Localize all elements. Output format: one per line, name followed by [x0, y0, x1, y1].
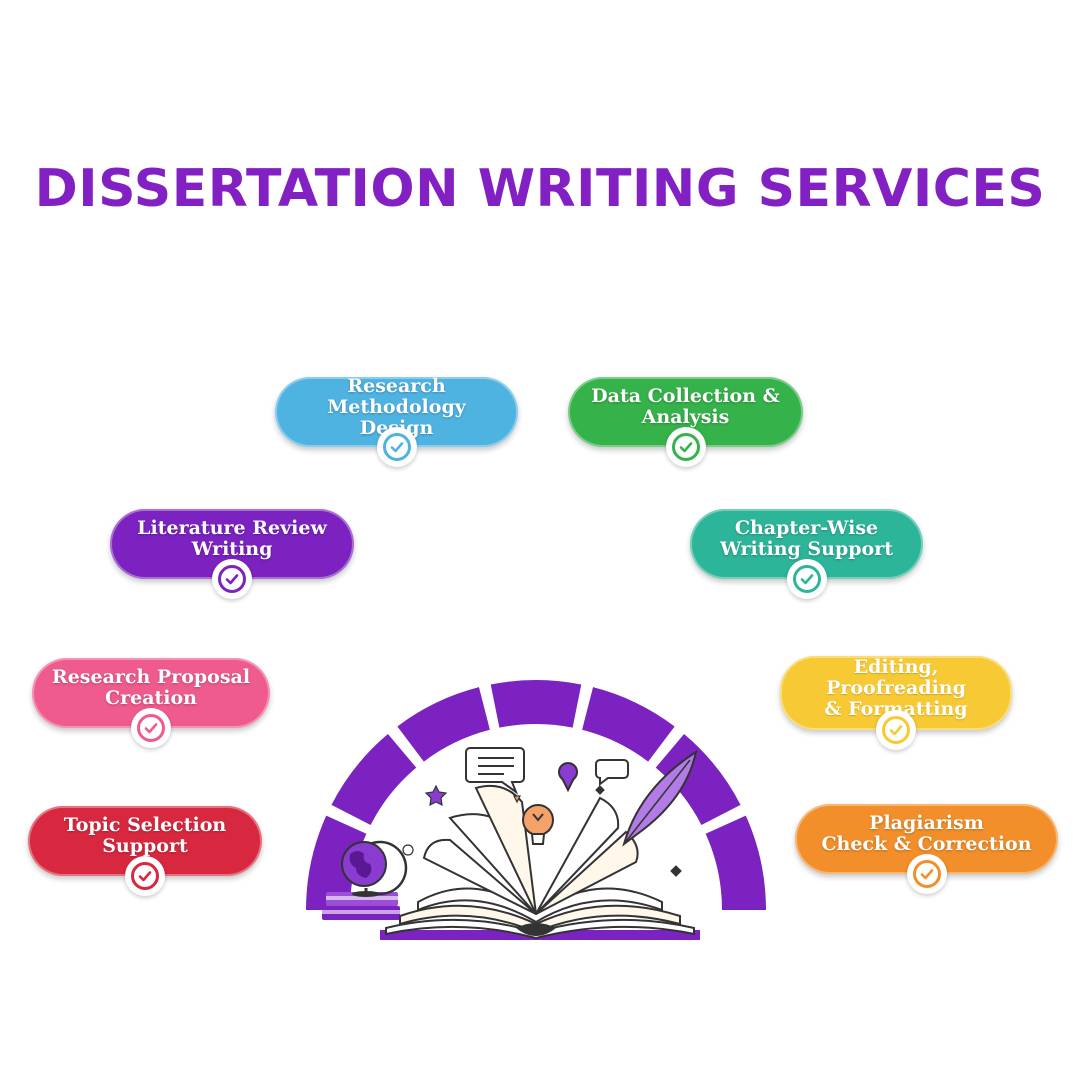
arc-segment	[655, 733, 741, 825]
chat-bubble-icon	[465, 747, 525, 795]
arc-segment	[490, 680, 582, 728]
service-label: Plagiarism Check & Correction	[821, 812, 1032, 855]
feather-quill-icon	[622, 749, 698, 847]
service-pill-topic-selection[interactable]: Topic Selection Support	[28, 806, 262, 896]
service-pill-research-proposal[interactable]: Research Proposal Creation	[32, 658, 270, 748]
check-circle-icon	[131, 708, 171, 748]
service-label: Literature Review Writing	[137, 517, 327, 560]
arc-segment	[306, 815, 367, 910]
service-label: Editing, Proofreading & Formatting	[824, 655, 968, 720]
service-pill-plagiarism[interactable]: Plagiarism Check & Correction	[795, 804, 1058, 894]
location-pin-icon	[558, 762, 578, 793]
speech-bubble-icon	[595, 759, 629, 786]
open-book-icon	[380, 784, 700, 940]
service-pill-editing[interactable]: Editing, Proofreading & Formatting	[780, 655, 1012, 750]
book-illustration	[306, 680, 766, 940]
sparkle-icons	[402, 784, 682, 877]
service-label: Data Collection & Analysis	[591, 385, 780, 428]
check-circle-icon	[906, 854, 947, 894]
arc-segment	[331, 733, 417, 825]
check-circle-icon	[786, 559, 827, 599]
arc-segments	[306, 680, 766, 910]
check-circle-icon	[876, 710, 916, 750]
service-pill-chapter-wise[interactable]: Chapter-Wise Writing Support	[690, 509, 923, 599]
arc-segment	[705, 815, 766, 910]
check-circle-icon	[212, 559, 252, 599]
lightbulb-icon	[522, 804, 554, 845]
service-label: Topic Selection Support	[63, 814, 227, 857]
service-pill-research-methodology[interactable]: Research Methodology Design	[275, 374, 518, 467]
check-circle-icon	[665, 427, 706, 467]
arc-segment	[397, 687, 490, 762]
service-label: Research Proposal Creation	[51, 666, 251, 709]
service-pill-data-collection[interactable]: Data Collection & Analysis	[568, 377, 803, 467]
page-title: DISSERTATION WRITING SERVICES	[34, 159, 1046, 219]
service-label: Chapter-Wise Writing Support	[720, 517, 893, 560]
globe-icon	[341, 840, 408, 897]
arc-segment	[582, 687, 675, 762]
check-circle-icon	[125, 856, 165, 896]
service-pill-literature-review[interactable]: Literature Review Writing	[110, 509, 354, 599]
service-label: Research Methodology Design	[327, 374, 466, 438]
check-circle-icon	[376, 427, 417, 467]
stacked-books-icon	[322, 892, 400, 920]
